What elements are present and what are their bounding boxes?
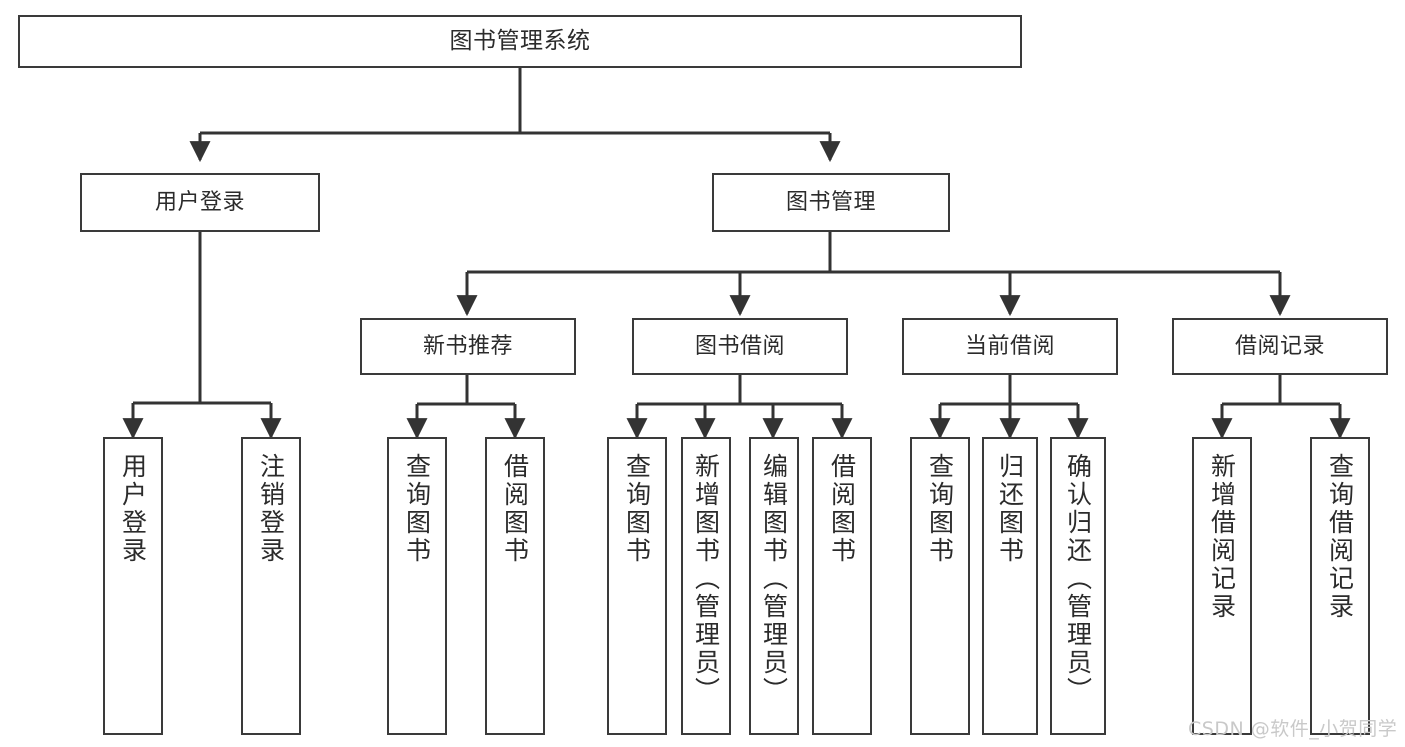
node-leaf-query-record[interactable]: 查询借阅记录 — [1310, 437, 1370, 735]
node-book-borrow[interactable]: 图书借阅 — [632, 318, 848, 375]
node-label: 查询借阅记录 — [1325, 453, 1355, 621]
node-label: 当前借阅 — [964, 333, 1055, 359]
node-label: 查询图书 — [925, 453, 955, 565]
node-root-system[interactable]: 图书管理系统 — [18, 15, 1022, 68]
node-label: 新增图书（管理员） — [691, 453, 721, 705]
node-label: 图书管理 — [785, 189, 876, 215]
node-leaf-query-book-3[interactable]: 查询图书 — [910, 437, 970, 735]
node-label: 新书推荐 — [422, 333, 513, 359]
node-label: 借阅记录 — [1234, 333, 1325, 359]
node-leaf-edit-book[interactable]: 编辑图书（管理员） — [749, 437, 799, 735]
node-label: 归还图书 — [995, 453, 1025, 565]
node-label: 图书管理系统 — [449, 28, 591, 55]
node-label: 确认归还（管理员） — [1063, 453, 1093, 705]
node-current-borrow[interactable]: 当前借阅 — [902, 318, 1118, 375]
node-leaf-borrow-book-1[interactable]: 借阅图书 — [485, 437, 545, 735]
node-label: 编辑图书（管理员） — [759, 453, 789, 705]
node-label: 注销登录 — [256, 453, 286, 565]
node-leaf-logout-login[interactable]: 注销登录 — [241, 437, 301, 735]
node-leaf-query-book-1[interactable]: 查询图书 — [387, 437, 447, 735]
node-borrow-record[interactable]: 借阅记录 — [1172, 318, 1388, 375]
node-leaf-user-login[interactable]: 用户登录 — [103, 437, 163, 735]
node-label: 借阅图书 — [827, 453, 857, 565]
node-leaf-return-book[interactable]: 归还图书 — [982, 437, 1038, 735]
node-label: 查询图书 — [622, 453, 652, 565]
node-leaf-borrow-book-2[interactable]: 借阅图书 — [812, 437, 872, 735]
node-label: 图书借阅 — [694, 333, 785, 359]
node-user-login[interactable]: 用户登录 — [80, 173, 320, 232]
node-label: 用户登录 — [154, 189, 245, 215]
node-leaf-confirm-return[interactable]: 确认归还（管理员） — [1050, 437, 1106, 735]
node-leaf-add-record[interactable]: 新增借阅记录 — [1192, 437, 1252, 735]
node-leaf-query-book-2[interactable]: 查询图书 — [607, 437, 667, 735]
node-label: 新增借阅记录 — [1207, 453, 1237, 621]
node-label: 用户登录 — [118, 453, 148, 565]
node-book-manage[interactable]: 图书管理 — [712, 173, 950, 232]
csdn-watermark: CSDN @软件_小贺同学 — [1188, 718, 1398, 740]
node-new-book-recommend[interactable]: 新书推荐 — [360, 318, 576, 375]
node-label: 查询图书 — [402, 453, 432, 565]
node-leaf-add-book[interactable]: 新增图书（管理员） — [681, 437, 731, 735]
node-label: 借阅图书 — [500, 453, 530, 565]
